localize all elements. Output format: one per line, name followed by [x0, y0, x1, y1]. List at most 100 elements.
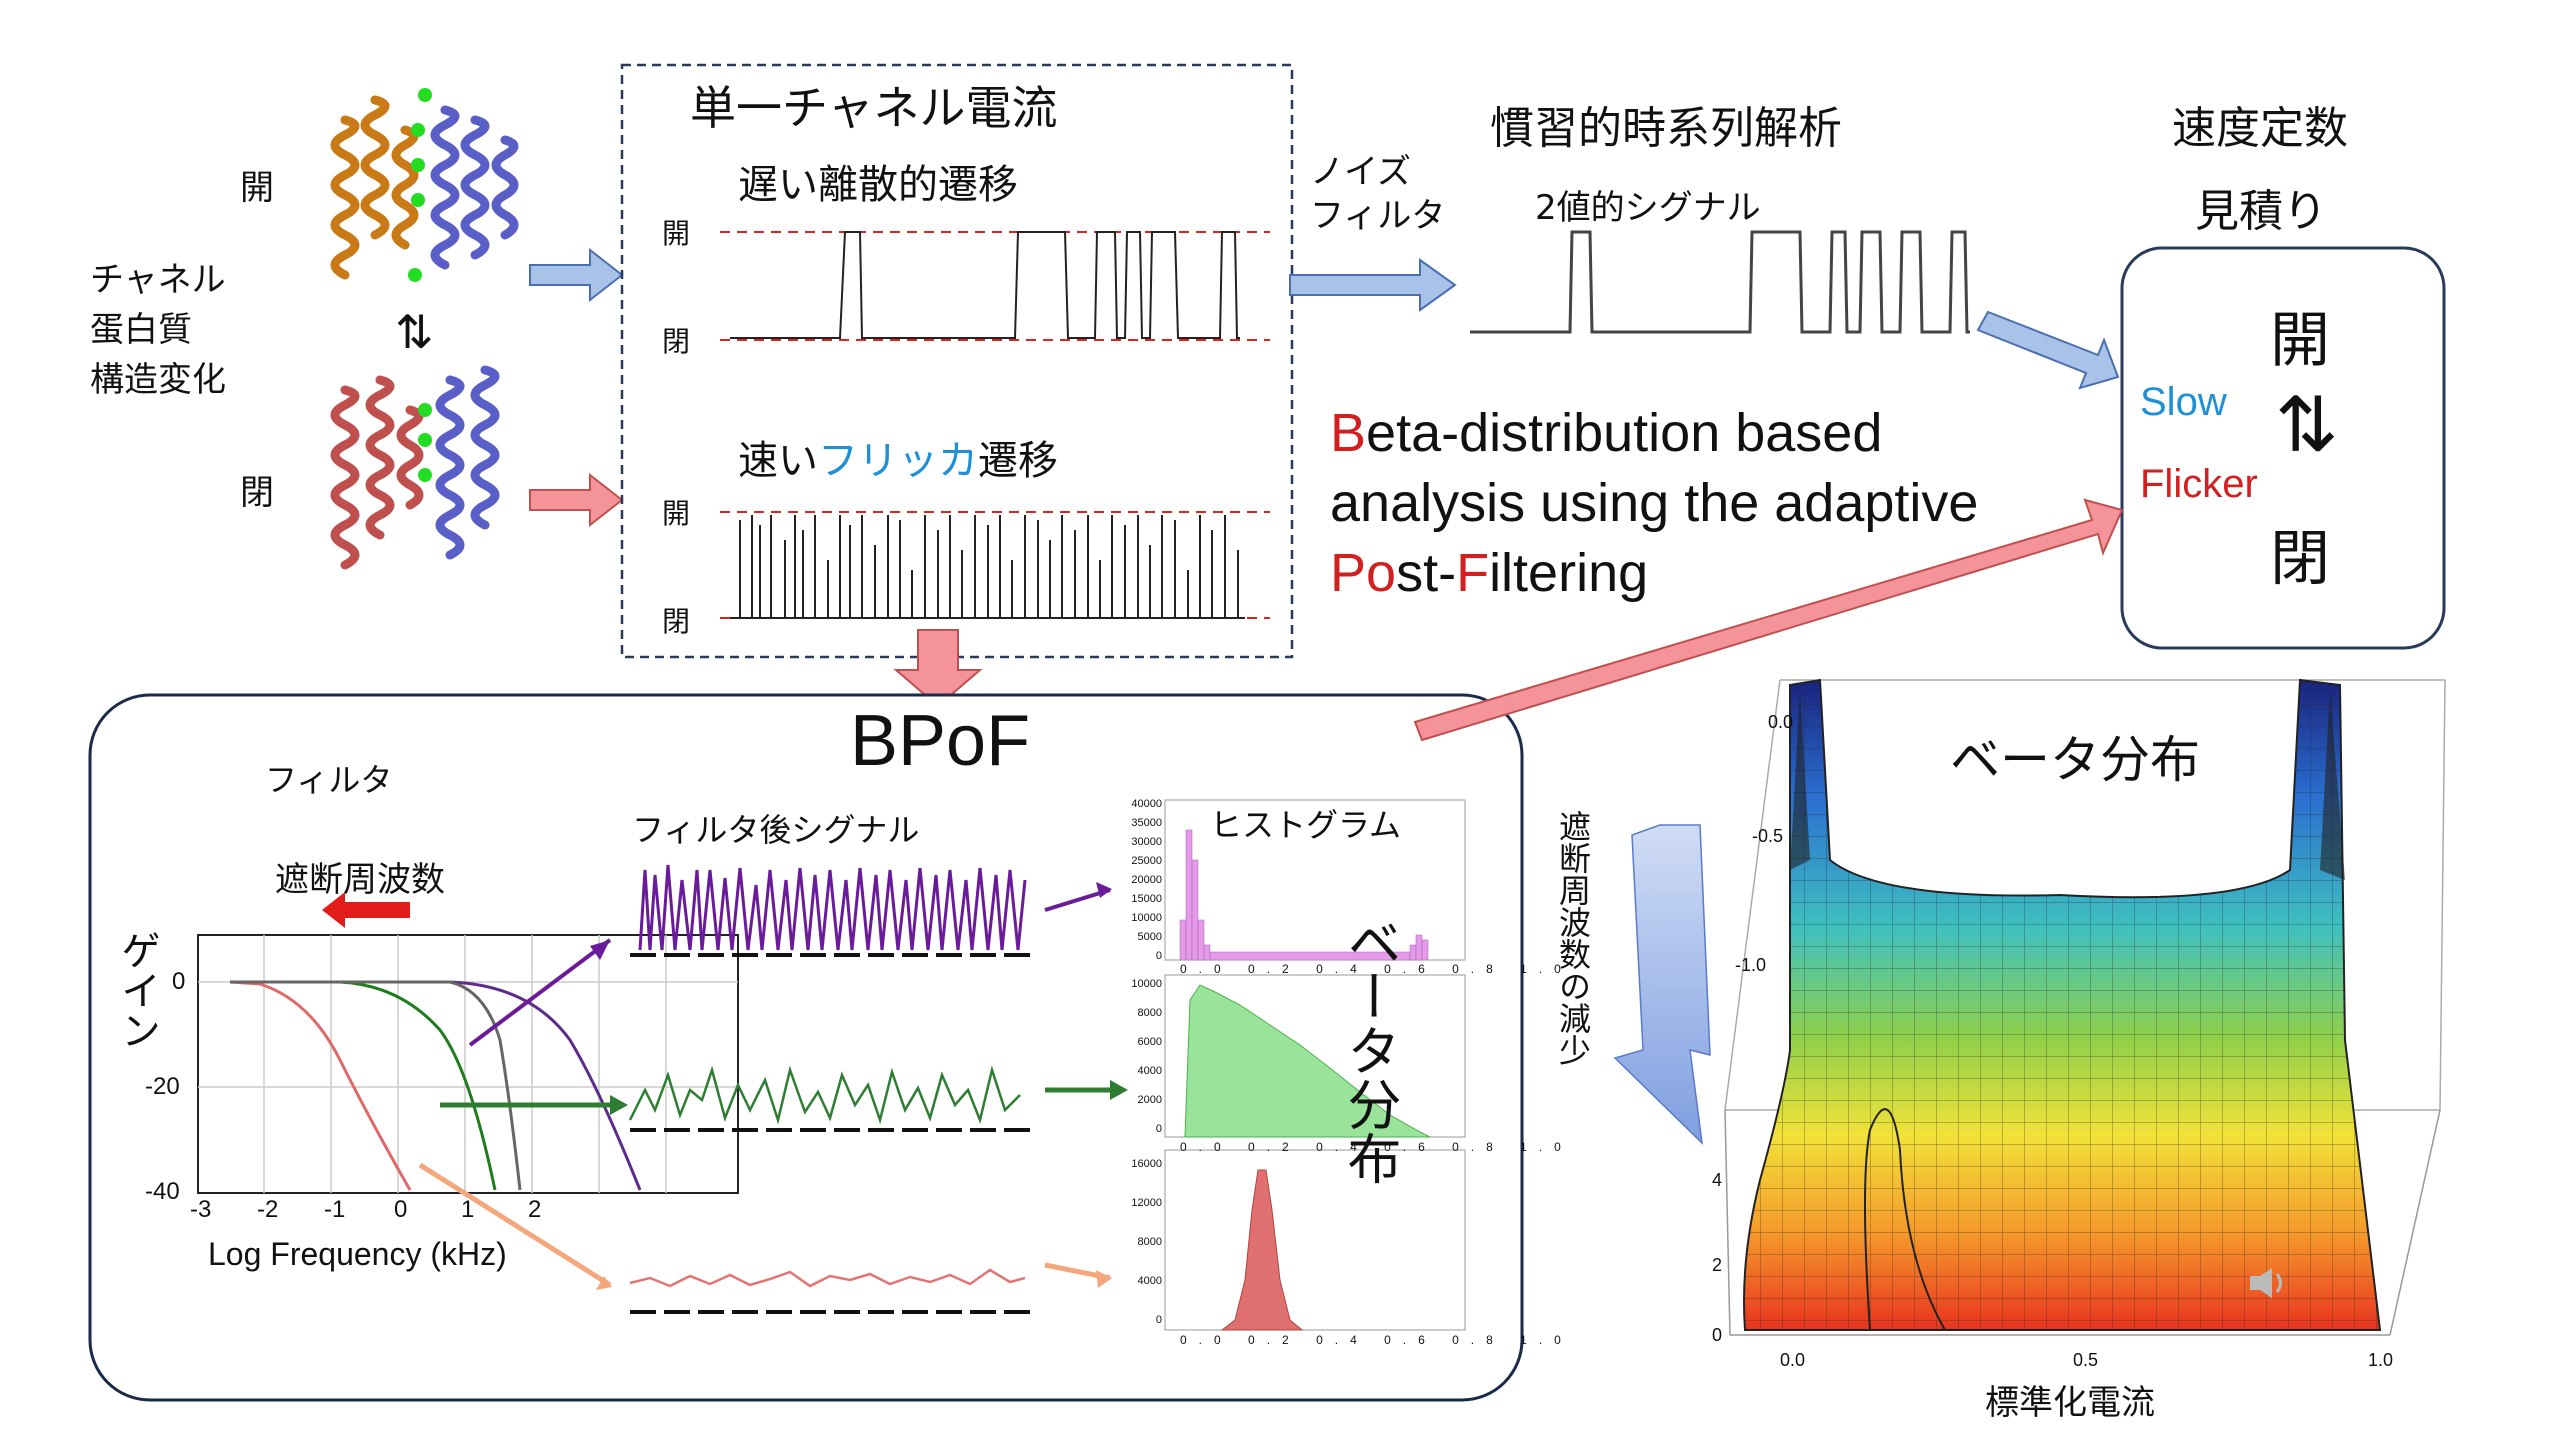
freq-tick: 1: [461, 1196, 475, 1223]
rate-flicker-label: Flicker: [2140, 462, 2258, 506]
gain-tick: -40: [145, 1178, 180, 1205]
fast-open-label: 開: [662, 497, 691, 530]
hist-y-tick: 0: [1155, 950, 1162, 962]
hist-y-tick: 2000: [1137, 1094, 1162, 1106]
hist-x-tick: 1.0: [1520, 962, 1573, 976]
protein-label-line2: 蛋白質: [90, 310, 192, 350]
cutoff-decrease-arrow: [1613, 824, 1711, 1146]
slow-closed-label: 閉: [662, 325, 691, 358]
protein-closed-structure: [330, 365, 500, 570]
method-po: Po: [1330, 543, 1397, 603]
noise-filter-line2: フィルタ: [1310, 196, 1446, 236]
rate-eq-arrow: ⇅: [2275, 380, 2339, 469]
surface-back-tick: 0.0: [1768, 712, 1794, 732]
hist-y-tick: 0: [1155, 1123, 1162, 1135]
fast-transition-label: 速いフリッカ遷移: [738, 428, 1058, 486]
cutoff-decrease-label: 遮断周波数の減少: [1554, 810, 1592, 1066]
slow-trace: [730, 231, 1240, 339]
freq-tick: -2: [257, 1196, 279, 1223]
hist-x-tick: 0.0: [1180, 962, 1233, 976]
down-to-bpof-arrow: [893, 629, 983, 708]
surface-z-tick: 0: [1712, 1325, 1723, 1345]
freq-tick: -1: [324, 1196, 346, 1223]
protein-label-line1: チャネル: [90, 260, 226, 300]
surface-title: ベータ分布: [1950, 731, 2200, 789]
rate-title-line2: 見積り: [2195, 186, 2327, 237]
filtered-signal-label: フィルタ後シグナル: [632, 811, 920, 849]
hist-x-tick: 0.2: [1248, 962, 1301, 976]
method-line2: analysis using the adaptive: [1330, 473, 1979, 533]
hist-x-tick: 0.8: [1452, 1140, 1505, 1154]
hist-y-tick: 6000: [1137, 1036, 1162, 1048]
binary-signal-trace: [1470, 230, 1970, 334]
cutoff-arrow: [322, 892, 410, 928]
gain-tick: -20: [145, 1073, 180, 1100]
surface-x-tick: 1.0: [2368, 1350, 2394, 1370]
hist-y-tick: 4000: [1137, 1275, 1162, 1287]
hist-y-tick: 0: [1155, 1314, 1162, 1326]
binary-signal-label: 2値的シグナル: [1535, 188, 1761, 228]
method-rest: iltering: [1489, 543, 1649, 603]
fast-label-post: 遷移: [978, 438, 1058, 484]
rate-box: [2120, 246, 2446, 650]
hist-y-tick: 4000: [1137, 1065, 1162, 1077]
hist-y-tick: 5000: [1137, 931, 1162, 943]
hist-x-tick: 0.2: [1248, 1140, 1301, 1154]
freq-tick: -3: [190, 1196, 212, 1223]
hmm-title: 慣習的時系列解析: [1490, 103, 1842, 154]
beta-surface-3d: [1724, 678, 2446, 1336]
rate-title-line1: 速度定数: [2172, 103, 2348, 154]
open-to-trace-arrow: [529, 247, 624, 303]
freq-tick: 0: [394, 1196, 408, 1223]
protein-closed-label: 閉: [240, 473, 274, 513]
hist2-x-ticks: 0.0 0.2 0.4 0.6 0.8 1.0: [1180, 1140, 1573, 1154]
hist-x-tick: 1.0: [1520, 1140, 1573, 1154]
protein-open-structure: [330, 88, 519, 282]
hist-x-tick: 0.8: [1452, 962, 1505, 976]
hist-x-tick: 0.2: [1248, 1333, 1301, 1347]
single-channel-title: 単一チャネル電流: [690, 81, 1058, 135]
hist-y-tick: 10000: [1131, 912, 1162, 924]
hist-y-tick: 20000: [1131, 874, 1162, 886]
protein-open-label: 開: [240, 168, 274, 208]
hist-y-tick: 8000: [1137, 1007, 1162, 1019]
surface-x-tick: 0.0: [1780, 1350, 1806, 1370]
hist-x-tick: 0.8: [1452, 1333, 1505, 1347]
gain-tick: 0: [172, 968, 186, 995]
hist-y-tick: 15000: [1131, 893, 1162, 905]
surface-z-tick: 2: [1712, 1255, 1723, 1275]
surface-x-label: 標準化電流: [1985, 1383, 2155, 1423]
bpof-to-rate-arrow: [1413, 498, 2124, 742]
hist3-x-ticks: 0.0 0.2 0.4 0.6 0.8 1.0: [1180, 1333, 1573, 1347]
histogram-purple: [1164, 799, 1466, 961]
hist-x-tick: 0.4: [1316, 962, 1369, 976]
hist-x-tick: 0.6: [1384, 962, 1437, 976]
slow-open-label: 開: [662, 217, 691, 250]
histogram-salmon: [1164, 1149, 1466, 1331]
hist-x-tick: 0.0: [1180, 1333, 1233, 1347]
rate-closed-label: 閉: [2270, 524, 2330, 594]
speaker-icon: [2250, 1268, 2282, 1298]
filtered-signal-salmon: [629, 1268, 1026, 1288]
signal-to-rate-arrow: [1976, 310, 2120, 390]
hist-y-tick: 16000: [1131, 1158, 1162, 1170]
fast-label-flicker: フリッカ: [818, 438, 978, 484]
protein-eq-arrow: ⇅: [395, 305, 434, 359]
bpof-box: [88, 693, 1524, 1402]
fast-label-pre: 速い: [738, 438, 818, 484]
hist-x-tick: 0.6: [1384, 1333, 1437, 1347]
surface-z-tick: 4: [1712, 1170, 1723, 1190]
method-description: Beta-distribution based analysis using t…: [1330, 398, 1978, 608]
method-st: st-: [1396, 543, 1457, 603]
method-line1-rest: eta-distribution based: [1366, 403, 1883, 463]
gain-axis-label: ゲイン: [114, 930, 160, 1050]
method-line1: Beta-distribution based: [1330, 398, 1978, 468]
method-line3: Post-Filtering: [1330, 538, 1978, 608]
bpof-title: BPoF: [850, 701, 1031, 781]
closed-to-trace-arrow: [529, 472, 624, 528]
method-f: F: [1456, 543, 1490, 603]
hist-y-tick: 25000: [1131, 855, 1162, 867]
hist-x-tick: 0.4: [1316, 1333, 1369, 1347]
